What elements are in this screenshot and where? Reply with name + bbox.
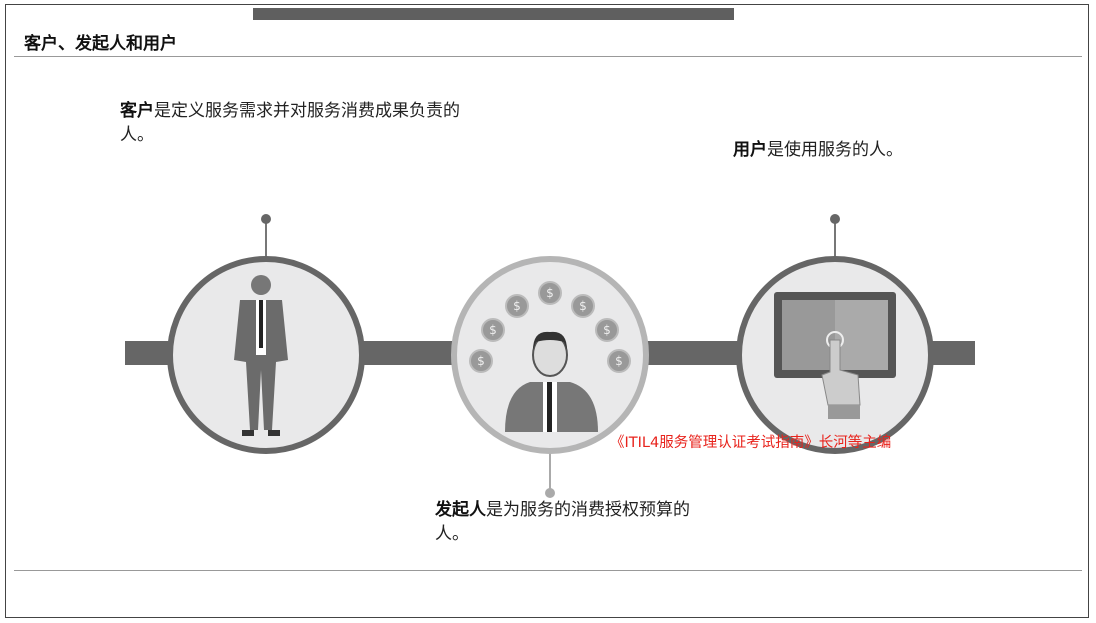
user-desc: 是使用服务的人。 bbox=[767, 140, 903, 160]
tablet-touch-icon bbox=[774, 292, 896, 419]
sponsor-term: 发起人 bbox=[435, 500, 486, 520]
divider bbox=[14, 570, 1082, 571]
svg-text:$: $ bbox=[579, 299, 587, 313]
svg-text:$: $ bbox=[513, 299, 521, 313]
svg-text:$: $ bbox=[489, 323, 497, 337]
svg-text:$: $ bbox=[603, 323, 611, 337]
user-definition: 用户是使用服务的人。 bbox=[733, 138, 903, 162]
pin-dot bbox=[261, 214, 271, 224]
businessman-icon bbox=[234, 275, 288, 436]
source-watermark: 《ITIL4服务管理认证考试指南》长河等主编 bbox=[610, 435, 892, 451]
customer-definition: 客户是定义服务需求并对服务消费成果负责的人。 bbox=[120, 99, 490, 147]
sponsor-circle: $ $ $ $ $ $ $ bbox=[451, 256, 649, 454]
pin-dot bbox=[545, 488, 555, 498]
sponsor-definition: 发起人是为服务的消费授权预算的人。 bbox=[435, 498, 705, 546]
customer-term: 客户 bbox=[120, 101, 154, 121]
svg-text:$: $ bbox=[477, 354, 485, 368]
coins-icon bbox=[469, 281, 631, 373]
user-term: 用户 bbox=[733, 140, 767, 160]
divider bbox=[14, 56, 1082, 57]
user-circle bbox=[736, 256, 934, 454]
businessman-bust-icon bbox=[505, 331, 598, 432]
sponsor-desc: 是为服务的消费授权预算的人。 bbox=[435, 500, 690, 544]
pin-dot bbox=[830, 214, 840, 224]
svg-text:$: $ bbox=[615, 354, 623, 368]
top-bar bbox=[253, 8, 734, 20]
page-title: 客户、发起人和用户 bbox=[24, 34, 177, 54]
customer-desc: 是定义服务需求并对服务消费成果负责的人。 bbox=[120, 101, 460, 145]
svg-text:$: $ bbox=[546, 286, 554, 300]
customer-circle bbox=[167, 256, 365, 454]
slide-frame bbox=[5, 4, 1089, 618]
